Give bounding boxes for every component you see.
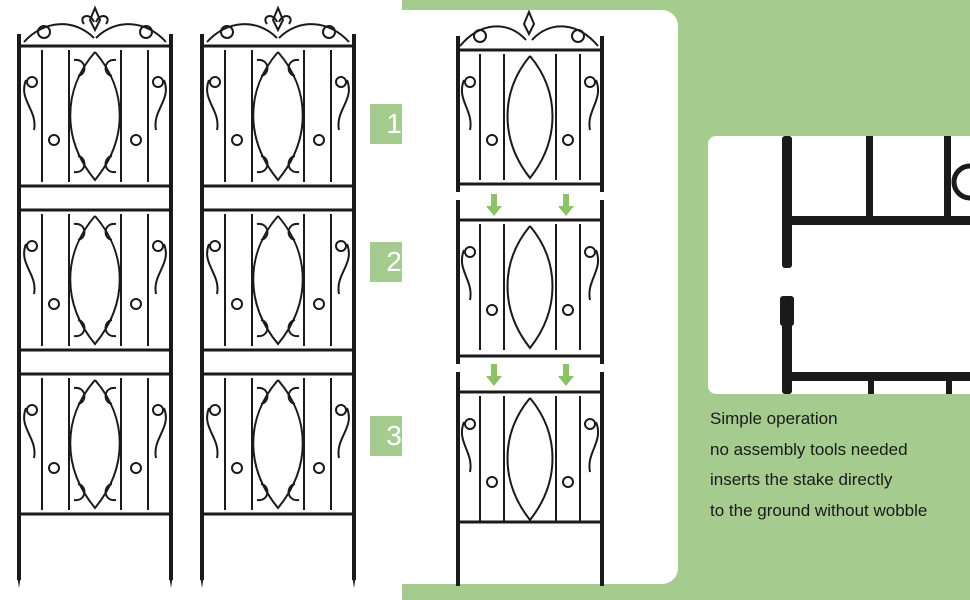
caption-line-2: no assembly tools needed: [710, 439, 908, 459]
caption-line-4: to the ground without wobble: [710, 500, 928, 520]
trellis-top-scroll: [23, 5, 167, 43]
caption-line-3: inserts the stake directly: [710, 470, 893, 489]
down-arrow-icon: [486, 194, 574, 386]
trellis-scrollwork: [23, 50, 167, 511]
exploded-trellis: [456, 9, 604, 586]
caption-line-1: Simple operation: [710, 409, 838, 428]
joint-closeup-photo: [708, 136, 970, 394]
trellis-panel-right: [200, 5, 356, 588]
trellis-panel-left: [17, 5, 173, 588]
feature-caption: Simple operation no assembly tools neede…: [710, 404, 965, 526]
assembly-card: [402, 10, 678, 584]
